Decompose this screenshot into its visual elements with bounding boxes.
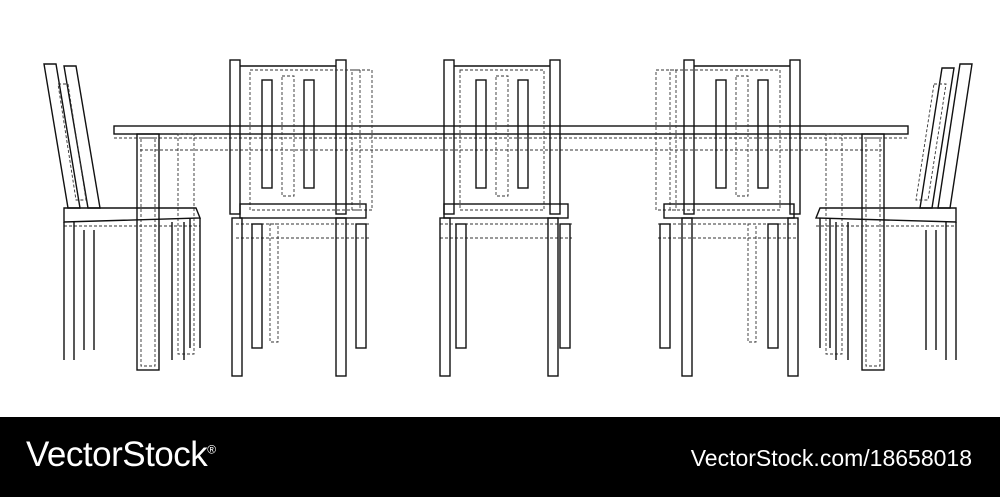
- chair-center: [439, 59, 572, 377]
- watermark-footer: VectorStock® VectorStock.com/18658018: [0, 417, 1000, 497]
- chair-left-end: [43, 63, 202, 360]
- table-and-chairs-wireframe: [43, 59, 973, 377]
- chair-4: [655, 59, 801, 377]
- vectorstock-logo[interactable]: VectorStock®: [26, 435, 216, 475]
- stock-image-id[interactable]: VectorStock.com/18658018: [690, 445, 972, 471]
- brand-text: VectorStock: [26, 435, 208, 474]
- table-legs: [136, 133, 885, 371]
- chair-2: [229, 59, 373, 377]
- table-top: [113, 125, 909, 151]
- chair-right-end: [814, 63, 973, 360]
- registered-mark: ®: [207, 442, 216, 457]
